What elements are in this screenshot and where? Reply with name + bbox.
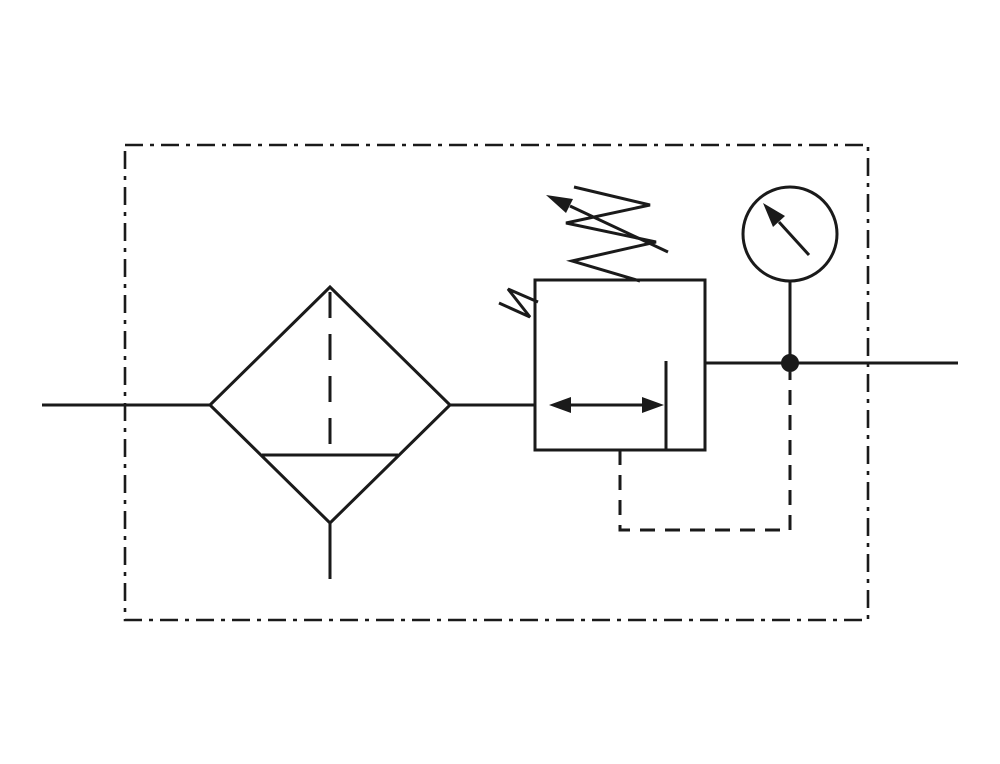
adjust-arrow-shaft (569, 204, 669, 254)
adjust-arrowhead (546, 195, 573, 213)
flow-arrowhead-right (642, 397, 664, 413)
gauge-needle-shaft (777, 220, 811, 257)
gauge-symbol (741, 185, 839, 363)
junction-dot (781, 354, 799, 372)
filter-body (207, 284, 453, 526)
filter-symbol (207, 284, 453, 579)
pilot-feedback-line (618, 372, 792, 532)
adjustment-spring (546, 185, 669, 283)
vent-spring (498, 287, 539, 319)
gauge-needle-arrowhead (763, 203, 785, 227)
enclosure-border (123, 143, 870, 622)
regulator-symbol (498, 278, 707, 452)
spring-zigzag (565, 185, 657, 283)
flow-arrowhead-left (549, 397, 571, 413)
regulator-body (533, 278, 707, 452)
